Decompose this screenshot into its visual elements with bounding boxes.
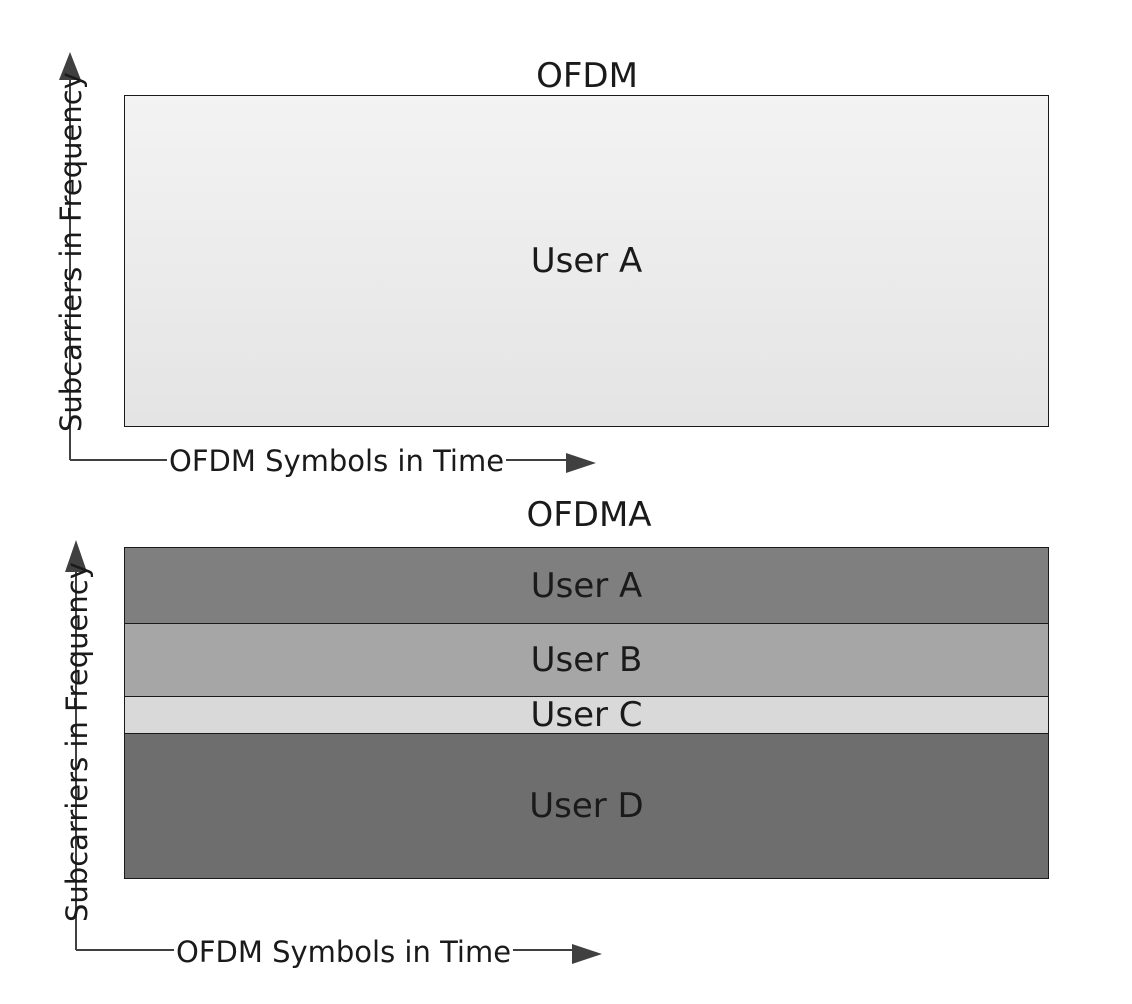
ofdma-title: OFDMA [526,495,652,535]
ofdma-user-d-label: User D [529,786,644,826]
ofdma-resource-grid: User A User B User C User D [124,547,1049,879]
ofdm-user-a-region: User A [125,96,1048,426]
ofdma-y-axis-label: Subcarriers in Frequency [60,562,94,922]
ofdma-x-axis-label: OFDM Symbols in Time [174,935,514,969]
ofdm-y-axis-label: Subcarriers in Frequency [54,72,88,432]
top-x-axis-arrowhead [566,453,596,473]
bottom-y-axis-arrowhead [65,540,87,572]
ofdma-user-b-label: User B [530,640,643,680]
ofdma-user-a-region: User A [125,548,1048,623]
ofdm-user-a-label: User A [530,241,643,281]
ofdma-user-a-label: User A [530,565,643,606]
ofdm-x-axis-label: OFDM Symbols in Time [167,444,507,478]
ofdma-user-d-region: User D [125,733,1048,878]
bottom-x-axis-arrowhead [572,944,602,964]
top-y-axis-arrowhead [59,52,81,80]
ofdma-user-c-region: User C [125,696,1048,733]
ofdma-user-b-region: User B [125,623,1048,696]
ofdm-title: OFDM [536,56,638,96]
ofdma-user-c-label: User C [530,695,643,735]
ofdm-resource-grid: User A [124,95,1049,427]
